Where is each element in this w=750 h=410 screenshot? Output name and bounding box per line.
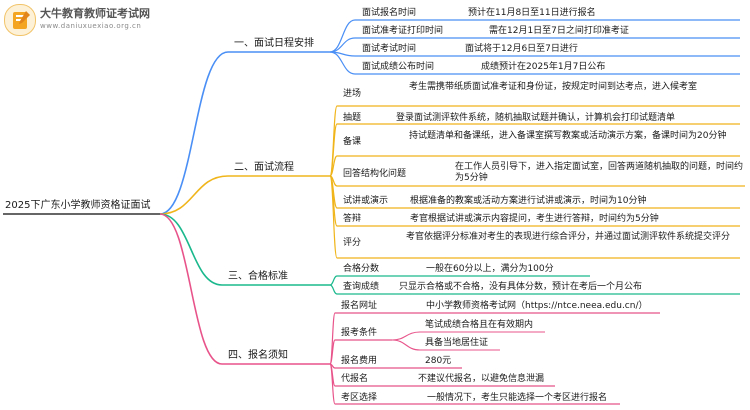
child-connector — [329, 123, 338, 177]
process-step-label: 进场 — [343, 89, 362, 99]
branch-connector — [159, 175, 229, 215]
process-step-label: 答辩 — [343, 214, 362, 224]
registration-item-detail: 280元 — [425, 356, 452, 366]
schedule-item-label: 面试准考证打印时间 — [362, 26, 444, 36]
subchild-connector — [391, 339, 421, 351]
branch-registration: 四、报名须知 — [228, 350, 288, 361]
schedule-item-label: 面试报名时间 — [362, 8, 417, 18]
brand-title: 大牛教育教师证考试网 — [40, 7, 150, 20]
registration-item-label: 报名费用 — [341, 356, 378, 366]
process-step-detail: 登录面试测评软件系统，随机抽取试题并确认，计算机会打印试题清单 — [396, 113, 676, 123]
schedule-item-detail: 成绩预计在2025年1月7日公布 — [481, 62, 606, 72]
registration-item-detail: 一般情况下，考生只能选择一个考区进行报名 — [427, 393, 608, 403]
process-step-detail: 考官依据评分标准对考生的表现进行综合评分，并通过面试测评软件系统提交评分 — [406, 232, 731, 242]
registration-item-label: 报考条件 — [341, 328, 378, 338]
registration-item-label: 考区选择 — [341, 393, 378, 403]
brand-logo-icon — [4, 4, 36, 36]
process-step-detail: 在工作人员引导下，进入指定面试室，回答两道随机抽取的问题，时间约为5分钟 — [455, 162, 744, 183]
branch-connector — [159, 51, 229, 215]
registration-item-detail: 具备当地居住证 — [425, 338, 489, 348]
schedule-item-detail: 需在12月1日至7日之间打印准考证 — [489, 26, 629, 36]
standard-item-label: 合格分数 — [343, 264, 380, 274]
schedule-item-detail: 预计在11月8日至11日进行报名 — [468, 8, 596, 18]
child-connector — [329, 339, 336, 365]
standard-item-label: 查询成绩 — [343, 282, 380, 292]
registration-item-detail: 不建议代报名，以避免信息泄漏 — [418, 374, 545, 384]
standard-item-detail: 只显示合格或不合格，没有具体分数，预计在考后一个月公布 — [399, 282, 643, 292]
process-step-label: 抽题 — [343, 113, 362, 123]
schedule-item-label: 面试成绩公布时间 — [362, 62, 435, 72]
branch-connector — [159, 213, 223, 286]
process-step-label: 备课 — [343, 137, 362, 147]
registration-item-detail: 中小学教师资格考试网（https://ntce.neea.edu.cn/） — [426, 301, 648, 311]
schedule-item-label: 面试考试时间 — [362, 44, 417, 54]
process-step-label: 试讲或演示 — [343, 196, 389, 206]
branch-pass-standard: 三、合格标准 — [228, 271, 288, 282]
process-step-label: 回答结构化问题 — [343, 169, 407, 179]
child-connector — [329, 175, 338, 259]
branch-schedule: 一、面试日程安排 — [234, 38, 314, 49]
child-connector — [329, 284, 338, 295]
branch-process: 二、面试流程 — [234, 162, 294, 173]
child-connector — [329, 275, 338, 286]
brand-url: www.daniuxuexiao.org.cn — [40, 22, 142, 30]
child-connector — [329, 19, 356, 53]
schedule-item-detail: 面试将于12月6日至7日进行 — [465, 44, 578, 54]
child-connector — [329, 37, 356, 53]
registration-item-detail: 笔试成绩合格且在有效期内 — [425, 320, 534, 330]
standard-item-detail: 一般在60分以上，满分为100分 — [426, 264, 554, 274]
process-step-detail: 考生需携带纸质面试准考证和身份证，按规定时间到达考点，进入候考室 — [409, 82, 698, 92]
child-connector — [329, 155, 338, 177]
child-connector — [329, 51, 356, 75]
process-step-detail: 根据准备的教案或活动方案进行试讲或演示，时间为10分钟 — [410, 196, 647, 206]
process-step-detail: 考官根据试讲或演示内容提问，考生进行答辩，时间约为5分钟 — [410, 214, 659, 224]
registration-item-label: 报名网址 — [341, 301, 378, 311]
mindmap-root: 2025下广东小学教师资格证面试 — [5, 200, 151, 211]
process-step-label: 评分 — [343, 238, 362, 248]
branch-connector — [159, 213, 223, 365]
subchild-connector — [391, 331, 421, 341]
process-step-detail: 持试题清单和备课纸，进入备课室撰写教案或活动演示方案，备课时间为20分钟 — [409, 131, 727, 141]
registration-item-label: 代报名 — [341, 374, 369, 384]
child-connector — [329, 363, 336, 405]
